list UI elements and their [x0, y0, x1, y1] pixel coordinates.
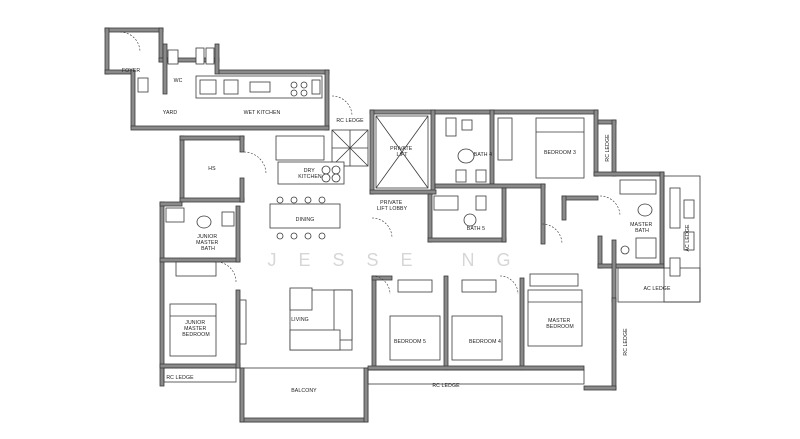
label-bedroom-top: BEDROOM 3 [544, 150, 576, 156]
label-hs: HS [208, 166, 216, 172]
label-ac-ledge-vertical: AC LEDGE [685, 224, 691, 251]
label-junior-master-bath: JUNIOR MASTER BATH [196, 234, 220, 252]
label-bath4: BATH 4 [474, 152, 492, 158]
label-rc-ledge-left-bottom: RC LEDGE [166, 375, 194, 381]
label-private-lift: PRIVATE LIFT [390, 146, 414, 158]
label-wet-kitchen: WET KITCHEN [244, 110, 281, 116]
watermark-text: JESSE NG [267, 250, 532, 270]
label-dining: DINING [296, 217, 315, 223]
label-dry-kitchen: DRY KITCHEN [298, 168, 322, 180]
label-bedroom4: BEDROOM 4 [469, 339, 501, 345]
label-rc-ledge-bottom: RC LEDGE [432, 383, 460, 389]
label-foyer: FOYER [122, 68, 141, 74]
label-master-bedroom: MASTER BEDROOM [546, 318, 574, 330]
label-rc-ledge-right-bottom: RC LEDGE [623, 328, 629, 356]
label-ac-ledge-horizontal: AC LEDGE [643, 286, 670, 292]
room-labels: FOYER WC YARD WET KITCHEN RC LEDGE PRIVA… [122, 68, 691, 394]
label-rc-ledge-right-top: RC LEDGE [605, 134, 611, 162]
label-bedroom5: BEDROOM 5 [394, 339, 426, 345]
label-junior-master-bedroom: JUNIOR MASTER BEDROOM [182, 320, 210, 338]
fixtures [119, 31, 695, 361]
label-living: LIVING [291, 317, 309, 323]
label-rc-ledge-top: RC LEDGE [336, 118, 364, 124]
label-balcony: BALCONY [291, 388, 317, 394]
label-wc: WC [174, 78, 183, 84]
label-private-lift-lobby: PRIVATE LIFT LOBBY [377, 200, 408, 212]
label-master-bath: MASTER BATH [630, 222, 654, 234]
label-yard: YARD [163, 110, 178, 116]
label-bath5: BATH 5 [467, 226, 485, 232]
walls [104, 27, 701, 423]
